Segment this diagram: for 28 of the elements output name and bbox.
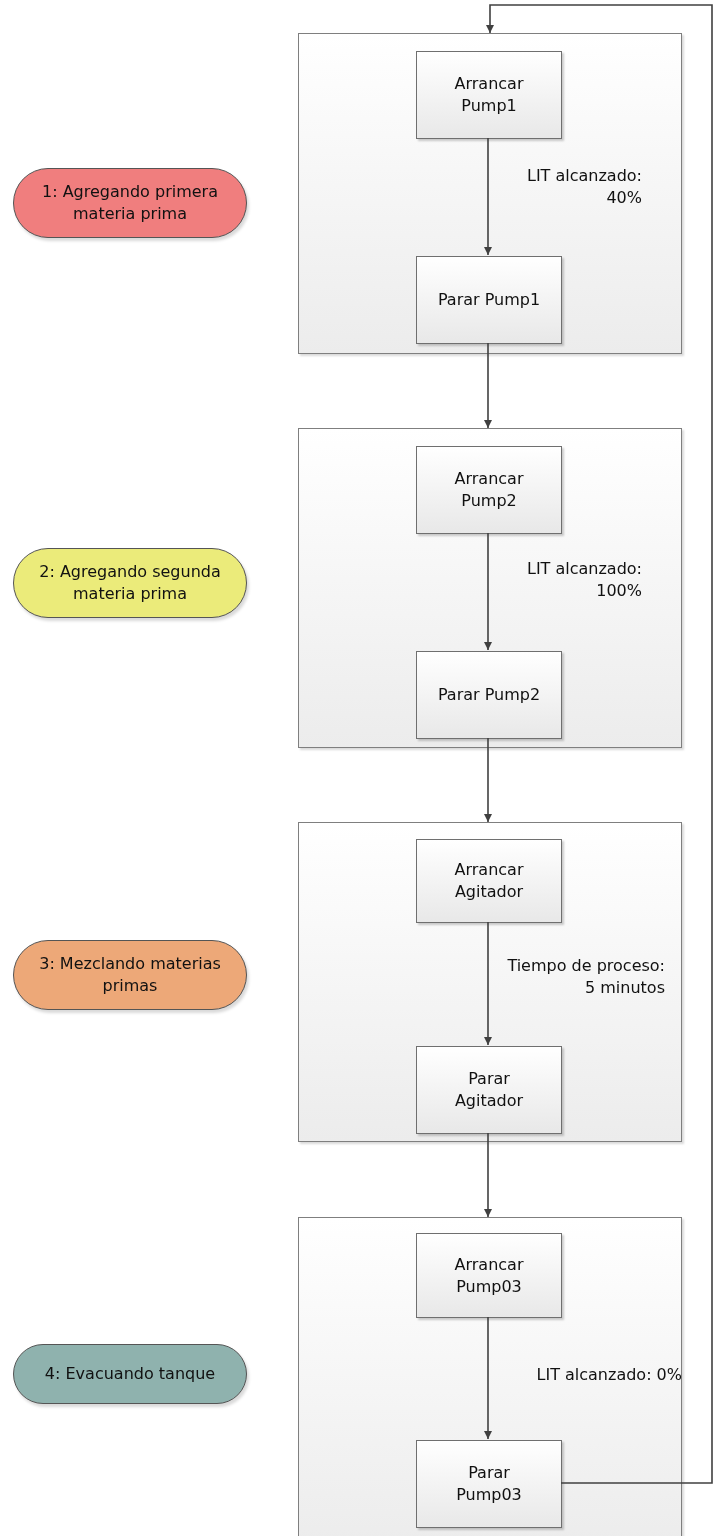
phase-label: 3: Mezclando materias primas: [13, 940, 247, 1010]
process-box: Arrancar Pump2: [416, 446, 562, 534]
phase-label: 1: Agregando primera materia prima: [13, 168, 247, 238]
arrow: [484, 737, 492, 823]
edge-label: LIT alcanzado: 100%: [525, 558, 642, 603]
phase-container: [298, 1217, 682, 1536]
phase-label: 4: Evacuando tanque: [13, 1344, 247, 1404]
phase-container: [298, 428, 682, 748]
arrow: [486, 4, 713, 1484]
arrow: [484, 342, 492, 429]
process-box: Parar Pump03: [416, 1440, 562, 1528]
arrow: [484, 1316, 492, 1440]
edge-label: LIT alcanzado: 0%: [535, 1364, 682, 1386]
arrow: [484, 137, 492, 256]
phase-container: [298, 33, 682, 354]
arrow: [484, 1132, 492, 1218]
phase-container: [298, 822, 682, 1142]
process-box: Arrancar Pump1: [416, 51, 562, 139]
arrow: [484, 532, 492, 651]
process-box: Parar Pump2: [416, 651, 562, 739]
phase-label: 2: Agregando segunda materia prima: [13, 548, 247, 618]
edge-label: LIT alcanzado: 40%: [525, 165, 642, 210]
edge-label: Tiempo de proceso: 5 minutos: [506, 955, 665, 1000]
process-box: Arrancar Pump03: [416, 1233, 562, 1318]
process-box: Parar Pump1: [416, 256, 562, 344]
process-box: Arrancar Agitador: [416, 839, 562, 923]
arrow: [484, 921, 492, 1046]
process-box: Parar Agitador: [416, 1046, 562, 1134]
